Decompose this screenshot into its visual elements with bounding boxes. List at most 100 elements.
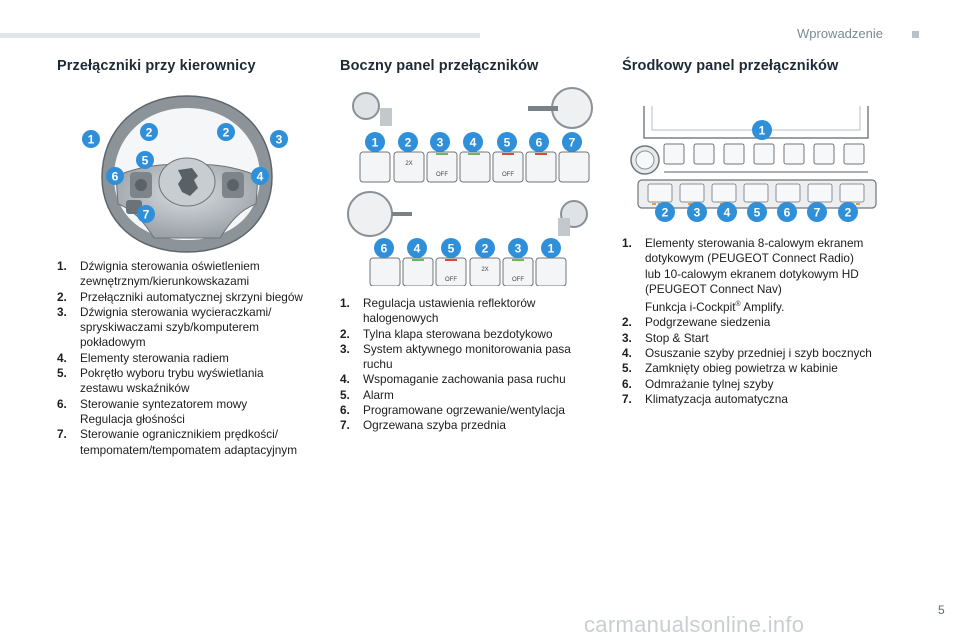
list-item: 3. Dźwignia sterowania wycieraczkami/spry… — [57, 305, 327, 351]
list-item-text: Ogrzewana szyba przednia — [363, 418, 605, 433]
list-item-line: Elementy sterowania radiem — [80, 350, 229, 365]
svg-text:3: 3 — [694, 206, 701, 220]
list-item-text: Zamknięty obieg powietrza w kabinie — [645, 361, 912, 376]
list-item: 5. Alarm — [340, 388, 605, 403]
list-item-line: tempomatem/tempomatem adaptacyjnym — [80, 442, 298, 457]
list-item: 6.Programowane ogrzewanie/wentylacja — [340, 403, 605, 418]
svg-text:4: 4 — [724, 206, 731, 220]
svg-text:5: 5 — [142, 154, 149, 168]
heading-center-panel: Środkowy panel przełączników — [622, 58, 839, 74]
watermark: carmanualsonline.info — [584, 612, 805, 637]
list-item-number: 5. — [340, 387, 350, 402]
list-item: 5. Zamknięty obieg powietrza w kabinie — [622, 361, 912, 376]
list-item-line: dotykowym (PEUGEOT Connect Radio) — [645, 251, 854, 266]
list-item-line: Klimatyzacja automatyczna — [645, 391, 788, 406]
list-item: 2. Przełączniki automatycznej skrzyni bie… — [57, 290, 327, 305]
list-item-line: (PEUGEOT Connect Nav) — [645, 281, 782, 296]
list-item-line: halogenowych — [363, 311, 439, 326]
center-badges: 2 3 4 5 6 7 2 — [655, 202, 858, 222]
svg-text:4: 4 — [414, 242, 421, 256]
list-item-text: Elementy sterowania radiem — [80, 351, 327, 366]
list-item-number: 4. — [57, 350, 67, 365]
list-item-line: zewnętrznym/kierunkowskazami — [80, 274, 250, 289]
list-item-text: Klimatyzacja automatyczna — [645, 392, 912, 407]
list-item-number: 3. — [57, 304, 67, 319]
list-item-text: Stop & Start — [645, 331, 912, 346]
list-item-number: 6. — [622, 376, 632, 391]
steering-badges: 1 2 2 3 5 6 4 7 — [82, 123, 288, 223]
list-item-line: Regulacja ustawienia reflektorów — [363, 296, 536, 310]
svg-text:OFF: OFF — [512, 277, 524, 283]
list-item-line: Regulacja głośności — [80, 411, 185, 426]
list-item-line: Tylna klapa sterowana bezdotykowo — [363, 326, 553, 341]
list-item-number: 6. — [340, 403, 350, 418]
header-marker — [912, 31, 919, 38]
svg-text:OFF: OFF — [445, 277, 457, 283]
svg-text:7: 7 — [814, 206, 821, 220]
list-item: 4. Wspomaganie zachowania pasa ruchu — [340, 372, 605, 387]
list-item-line: Elementy sterowania 8-calowym ekranem — [645, 236, 864, 250]
list-item-text: Dźwignia sterowania wycieraczkami/sprysk… — [80, 305, 327, 351]
svg-text:6: 6 — [112, 170, 119, 184]
list-item-line: Wspomaganie zachowania pasa ruchu — [363, 372, 566, 387]
svg-text:2: 2 — [223, 126, 230, 140]
list-item-line: Funkcja i-Cockpit® Amplify. — [645, 300, 785, 315]
svg-text:7: 7 — [569, 136, 576, 150]
svg-text:OFF: OFF — [502, 172, 514, 178]
svg-text:1: 1 — [548, 242, 555, 256]
list-item-line: spryskiwaczami szyb/komputerem — [80, 320, 259, 335]
list-item-line: ruchu — [363, 357, 393, 372]
column-center-panel: Środkowy panel przełączników — [622, 58, 838, 74]
list-item-text: Tylna klapa sterowana bezdotykowo — [363, 327, 605, 342]
list-item-text: Osuszanie szyby przedniej i szyb bocznyc… — [645, 346, 912, 361]
list-item-number: 1. — [340, 296, 350, 310]
list-item-number: 2. — [57, 289, 67, 304]
svg-text:1: 1 — [372, 136, 379, 150]
list-item-line: Zamknięty obieg powietrza w kabinie — [645, 361, 838, 376]
list-item-line: Dźwignia sterowania oświetleniem — [80, 259, 260, 273]
list-item-number: 3. — [340, 341, 350, 356]
list-item: 2.Podgrzewane siedzenia — [622, 315, 912, 330]
list-item-number: 4. — [622, 346, 632, 360]
svg-text:OFF: OFF — [436, 172, 448, 178]
svg-text:6: 6 — [381, 242, 388, 256]
svg-text:5: 5 — [754, 206, 761, 220]
list-item-line: Sterowanie ogranicznikiem prędkości/ — [80, 427, 279, 442]
list-item-line: System aktywnego monitorowania pasa — [363, 341, 571, 356]
svg-text:5: 5 — [448, 242, 455, 256]
svg-text:2: 2 — [405, 136, 412, 150]
list-item-text: Wspomaganie zachowania pasa ruchu — [363, 372, 605, 387]
list-item-number: 5. — [622, 361, 632, 376]
list-item-number: 4. — [340, 372, 350, 387]
list-item: 7.Ogrzewana szyba przednia — [340, 418, 605, 433]
column-steering: Przełączniki przy kierownicy — [57, 58, 256, 74]
svg-text:2X: 2X — [405, 161, 412, 167]
list-item-line: Pokrętło wyboru trybu wyświetlania — [80, 366, 264, 381]
svg-text:2: 2 — [845, 206, 852, 220]
page-number: 5 — [938, 603, 945, 617]
list-item-text: Odmrażanie tylnej szyby — [645, 377, 912, 392]
list-item-text: Alarm — [363, 388, 605, 403]
list-item-line: Dźwignia sterowania wycieraczkami/ — [80, 304, 272, 319]
svg-text:2: 2 — [662, 206, 669, 220]
list-item-number: 1. — [57, 259, 67, 273]
heading-side-panel: Boczny panel przełączników — [340, 58, 539, 74]
svg-text:2X: 2X — [481, 267, 488, 273]
list-item: 6. Odmrażanie tylnej szyby — [622, 377, 912, 392]
svg-text:3: 3 — [515, 242, 522, 256]
list-item-number: 1. — [622, 236, 632, 250]
list-item-text: Przełączniki automatycznej skrzyni biegó… — [80, 290, 327, 305]
list-item: 7.Klimatyzacja automatyczna — [622, 392, 912, 407]
list-item-line: Stop & Start — [645, 330, 709, 345]
list-item-number: 6. — [57, 396, 67, 411]
list-item-line: Osuszanie szyby przedniej i szyb bocznyc… — [645, 346, 872, 360]
side-panel-illustration: 1 2 3 4 5 6 7 2X OFF OFF 6 4 5 2 3 1 — [347, 87, 593, 286]
svg-text:2: 2 — [482, 242, 489, 256]
